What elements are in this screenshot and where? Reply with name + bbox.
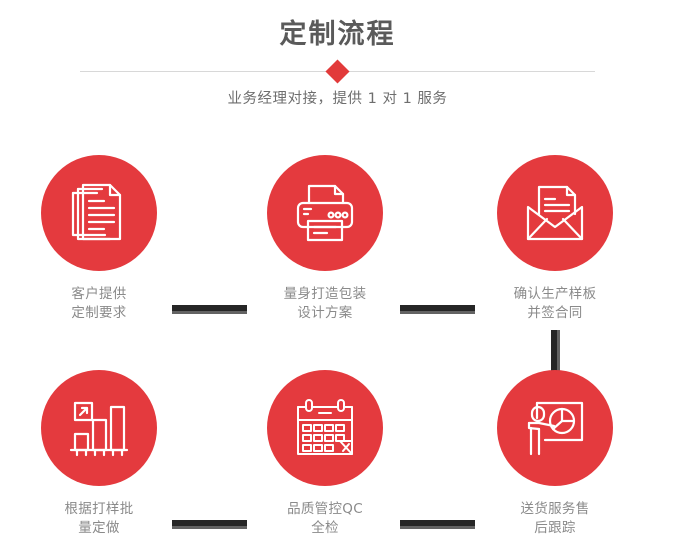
flow-step-2[interactable]: 量身打造包装 设计方案 [235, 155, 415, 323]
step-4-icon-circle [41, 370, 157, 486]
connector-step1-step2 [172, 305, 247, 314]
step-1-icon-circle [41, 155, 157, 271]
flow-step-3[interactable]: 确认生产样板 并签合同 [465, 155, 645, 323]
connector-bar [400, 305, 475, 311]
connector-step3-step6 [551, 330, 560, 375]
connector-bar [400, 520, 475, 526]
connector-shadow [400, 526, 475, 529]
step-4-label: 根据打样批 量定做 [64, 501, 134, 536]
flow-step-1[interactable]: 客户提供 定制要求 [9, 155, 189, 323]
connector-bar [172, 520, 247, 526]
step-3-label: 确认生产样板 并签合同 [513, 286, 597, 321]
calendar-icon [293, 396, 357, 460]
envelope-letter-icon [523, 181, 587, 245]
step-1-label: 客户提供 定制要求 [71, 286, 127, 321]
printer-icon [293, 181, 357, 245]
step-6-icon-circle [497, 370, 613, 486]
bar-chart-growth-icon [67, 396, 131, 460]
connector-shadow [172, 311, 247, 314]
connector-step2-step3 [400, 305, 475, 314]
step-6-label: 送货服务售 后跟踪 [520, 501, 590, 536]
documents-stack-icon [67, 181, 131, 245]
connector-bar [172, 305, 247, 311]
step-5-label: 品质管控QC 全检 [287, 501, 363, 536]
flow-step-4[interactable]: 根据打样批 量定做 [9, 370, 189, 538]
connector-shadow [557, 330, 560, 375]
connector-bar [551, 330, 557, 375]
step-2-icon-circle [267, 155, 383, 271]
flow-step-6[interactable]: 送货服务售 后跟踪 [465, 370, 645, 538]
step-3-icon-circle [497, 155, 613, 271]
step-5-icon-circle [267, 370, 383, 486]
connector-step5-step6 [400, 520, 475, 529]
step-2-label: 量身打造包装 设计方案 [283, 286, 367, 321]
flow-step-5[interactable]: 品质管控QC 全检 [235, 370, 415, 538]
page-subtitle: 业务经理对接，提供 1 对 1 服务 [227, 91, 448, 107]
process-flow-diagram: 客户提供 定制要求 量身打造包装 设计方案 [0, 125, 675, 550]
diamond-ornament-icon [325, 59, 350, 84]
connector-step4-step5 [172, 520, 247, 529]
header: 定制流程 业务经理对接，提供 1 对 1 服务 [0, 0, 675, 125]
connector-shadow [400, 311, 475, 314]
presentation-person-icon [523, 396, 587, 460]
page-title: 定制流程 [279, 19, 396, 50]
connector-shadow [172, 526, 247, 529]
